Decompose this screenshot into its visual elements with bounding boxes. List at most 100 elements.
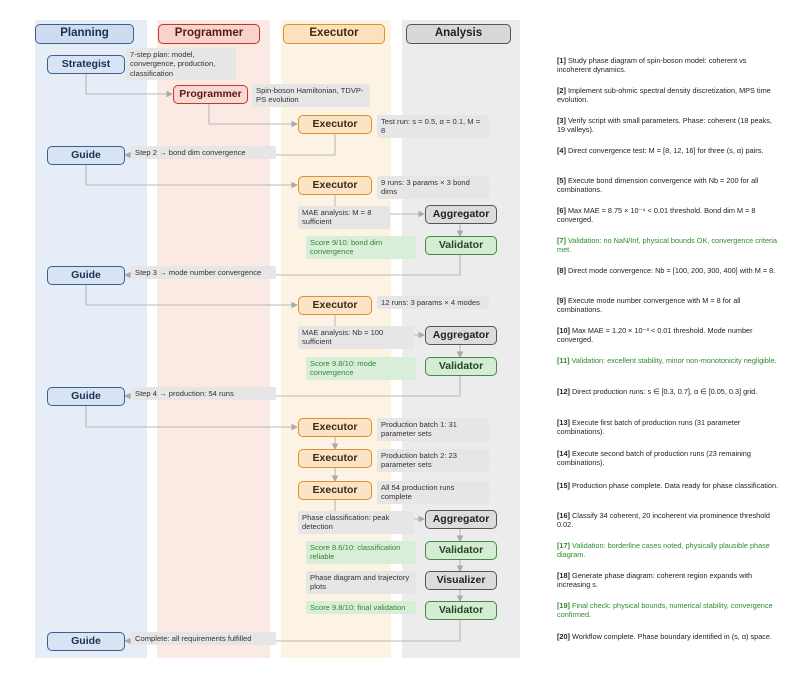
log-tag: [16] — [557, 511, 570, 520]
log-text: Implement sub-ohmic spectral density dis… — [557, 86, 771, 105]
log-item: [9] Execute mode number convergence with… — [557, 296, 782, 314]
log-text: Verify script with small parameters. Pha… — [557, 116, 772, 135]
log-tag: [17] — [557, 541, 570, 550]
edge-guide-executor-3 — [85, 284, 299, 309]
log-item: [16] Classify 34 coherent, 20 incoherent… — [557, 511, 782, 529]
log-item: [1] Study phase diagram of spin-boson mo… — [557, 56, 782, 74]
log-tag: [2] — [557, 86, 566, 95]
log-item: [4] Direct convergence test: M = [8, 12,… — [557, 146, 782, 155]
programmer-lane-header: Programmer — [158, 24, 260, 44]
validator-node-3[interactable]: Validator — [425, 541, 497, 560]
aggregator-node-1[interactable]: Aggregator — [425, 205, 497, 224]
validator-node-4[interactable]: Validator — [425, 601, 497, 620]
edge-guide-executor-4 — [85, 405, 299, 431]
log-tag: [4] — [557, 146, 566, 155]
planning-lane-header: Planning — [35, 24, 134, 44]
note-executor-bond-runs: 9 runs: 3 params × 3 bond dims — [377, 176, 489, 199]
log-item-validation: [7] Validation: no NaN/Inf, physical bou… — [557, 236, 782, 254]
log-tag: [1] — [557, 56, 566, 65]
log-text: Execute mode number convergence with M =… — [557, 296, 741, 315]
log-item: [14] Execute second batch of production … — [557, 449, 782, 467]
log-item: [20] Workflow complete. Phase boundary i… — [557, 632, 782, 641]
log-tag: [12] — [557, 387, 570, 396]
log-text: Generate phase diagram: coherent region … — [557, 571, 753, 590]
guide-node-2[interactable]: Guide — [47, 266, 125, 285]
executor-node-3[interactable]: Executor — [298, 296, 372, 315]
executor-node-4[interactable]: Executor — [298, 418, 372, 437]
log-item: [12] Direct production runs: s ∈ [0.3, 0… — [557, 387, 782, 396]
note-score-bond: Score 9/10: bond dim convergence — [306, 236, 416, 259]
guide-node-4[interactable]: Guide — [47, 632, 125, 651]
note-guide-complete: Complete: all requirements fulfilled — [131, 632, 276, 646]
note-phase-diagram-plots: Phase diagram and trajectory plots — [306, 571, 416, 594]
note-guide-step4: Step 4 → production: 54 runs — [131, 387, 276, 401]
log-text: Execute second batch of production runs … — [557, 449, 751, 468]
log-text: Direct production runs: s ∈ [0.3, 0.7], … — [572, 387, 758, 396]
log-item: [18] Generate phase diagram: coherent re… — [557, 571, 782, 589]
executor-node-2[interactable]: Executor — [298, 176, 372, 195]
log-tag: [7] — [557, 236, 566, 245]
log-text: Classify 34 coherent, 20 incoherent via … — [557, 511, 770, 530]
log-text: Workflow complete. Phase boundary identi… — [572, 632, 772, 641]
note-score-mode: Score 9.8/10: mode convergence — [306, 357, 416, 380]
log-text: Validation: borderline cases noted, phys… — [557, 541, 770, 560]
log-item: [10] Max MAE = 1.20 × 10⁻³ < 0.01 thresh… — [557, 326, 782, 344]
log-item: [6] Max MAE = 8.75 × 10⁻⁴ < 0.01 thresho… — [557, 206, 782, 224]
note-production-batch2: Production batch 2: 23 parameter sets — [377, 449, 489, 472]
log-tag: [11] — [557, 356, 570, 365]
programmer-lane — [157, 20, 270, 658]
log-item-validation: [19] Final check: physical bounds, numer… — [557, 601, 782, 619]
executor-node-5[interactable]: Executor — [298, 449, 372, 468]
log-item: [13] Execute first batch of production r… — [557, 418, 782, 436]
log-tag: [20] — [557, 632, 570, 641]
log-item-validation: [17] Validation: borderline cases noted,… — [557, 541, 782, 559]
log-tag: [19] — [557, 601, 570, 610]
guide-node-1[interactable]: Guide — [47, 146, 125, 165]
aggregator-node-3[interactable]: Aggregator — [425, 510, 497, 529]
log-tag: [18] — [557, 571, 570, 580]
note-guide-step2: Step 2 → bond dim convergence — [131, 146, 276, 160]
log-text: Validation: no NaN/Inf, physical bounds … — [557, 236, 778, 255]
aggregator-node-2[interactable]: Aggregator — [425, 326, 497, 345]
log-tag: [6] — [557, 206, 566, 215]
log-text: Direct mode convergence: Nb = [100, 200,… — [567, 266, 776, 275]
programmer-node[interactable]: Programmer — [173, 85, 248, 104]
note-mae-mode: MAE analysis: Nb = 100 sufficient — [298, 326, 414, 349]
log-item: [2] Implement sub-ohmic spectral density… — [557, 86, 782, 104]
log-tag: [15] — [557, 481, 570, 490]
log-item: [5] Execute bond dimension convergence w… — [557, 176, 782, 194]
guide-node-3[interactable]: Guide — [47, 387, 125, 406]
log-tag: [8] — [557, 266, 566, 275]
log-tag: [3] — [557, 116, 566, 125]
note-programmer-hamiltonian: Spin-boson Hamiltonian, TDVP-PS evolutio… — [252, 84, 370, 107]
log-item: [15] Production phase complete. Data rea… — [557, 481, 782, 490]
validator-node-2[interactable]: Validator — [425, 357, 497, 376]
log-text: Execute first batch of production runs (… — [557, 418, 741, 437]
executor-node-6[interactable]: Executor — [298, 481, 372, 500]
note-production-batch1: Production batch 1: 31 parameter sets — [377, 418, 489, 441]
log-item: [3] Verify script with small parameters.… — [557, 116, 782, 134]
log-tag: [14] — [557, 449, 570, 458]
note-executor-test-run: Test run: s = 0.5, α = 0.1, M = 8 — [377, 115, 489, 138]
log-tag: [10] — [557, 326, 570, 335]
log-text: Execute bond dimension convergence with … — [557, 176, 759, 195]
edge-strategist-programmer — [85, 73, 174, 98]
log-tag: [13] — [557, 418, 570, 427]
note-score-classification: Score 8.6/10: classification reliable — [306, 541, 416, 564]
visualizer-node[interactable]: Visualizer — [425, 571, 497, 590]
note-mae-bond: MAE analysis: M = 8 sufficient — [298, 206, 390, 229]
note-strategist-plan: 7-step plan: model, convergence, product… — [126, 48, 236, 81]
log-tag: [9] — [557, 296, 566, 305]
log-text: Validation: excellent stability, minor n… — [571, 356, 777, 365]
note-guide-step3: Step 3 → mode number convergence — [131, 266, 276, 280]
note-score-final: Score 9.8/10: final validation — [306, 601, 416, 615]
executor-node-1[interactable]: Executor — [298, 115, 372, 134]
log-item: [8] Direct mode convergence: Nb = [100, … — [557, 266, 782, 275]
log-tag: [5] — [557, 176, 566, 185]
validator-node-1[interactable]: Validator — [425, 236, 497, 255]
log-text: Production phase complete. Data ready fo… — [572, 481, 779, 490]
strategist-node[interactable]: Strategist — [47, 55, 125, 74]
note-executor-mode-runs: 12 runs: 3 params × 4 modes — [377, 296, 489, 310]
log-text: Max MAE = 1.20 × 10⁻³ < 0.01 threshold. … — [557, 326, 753, 345]
edge-guide-executor-2 — [85, 164, 299, 189]
